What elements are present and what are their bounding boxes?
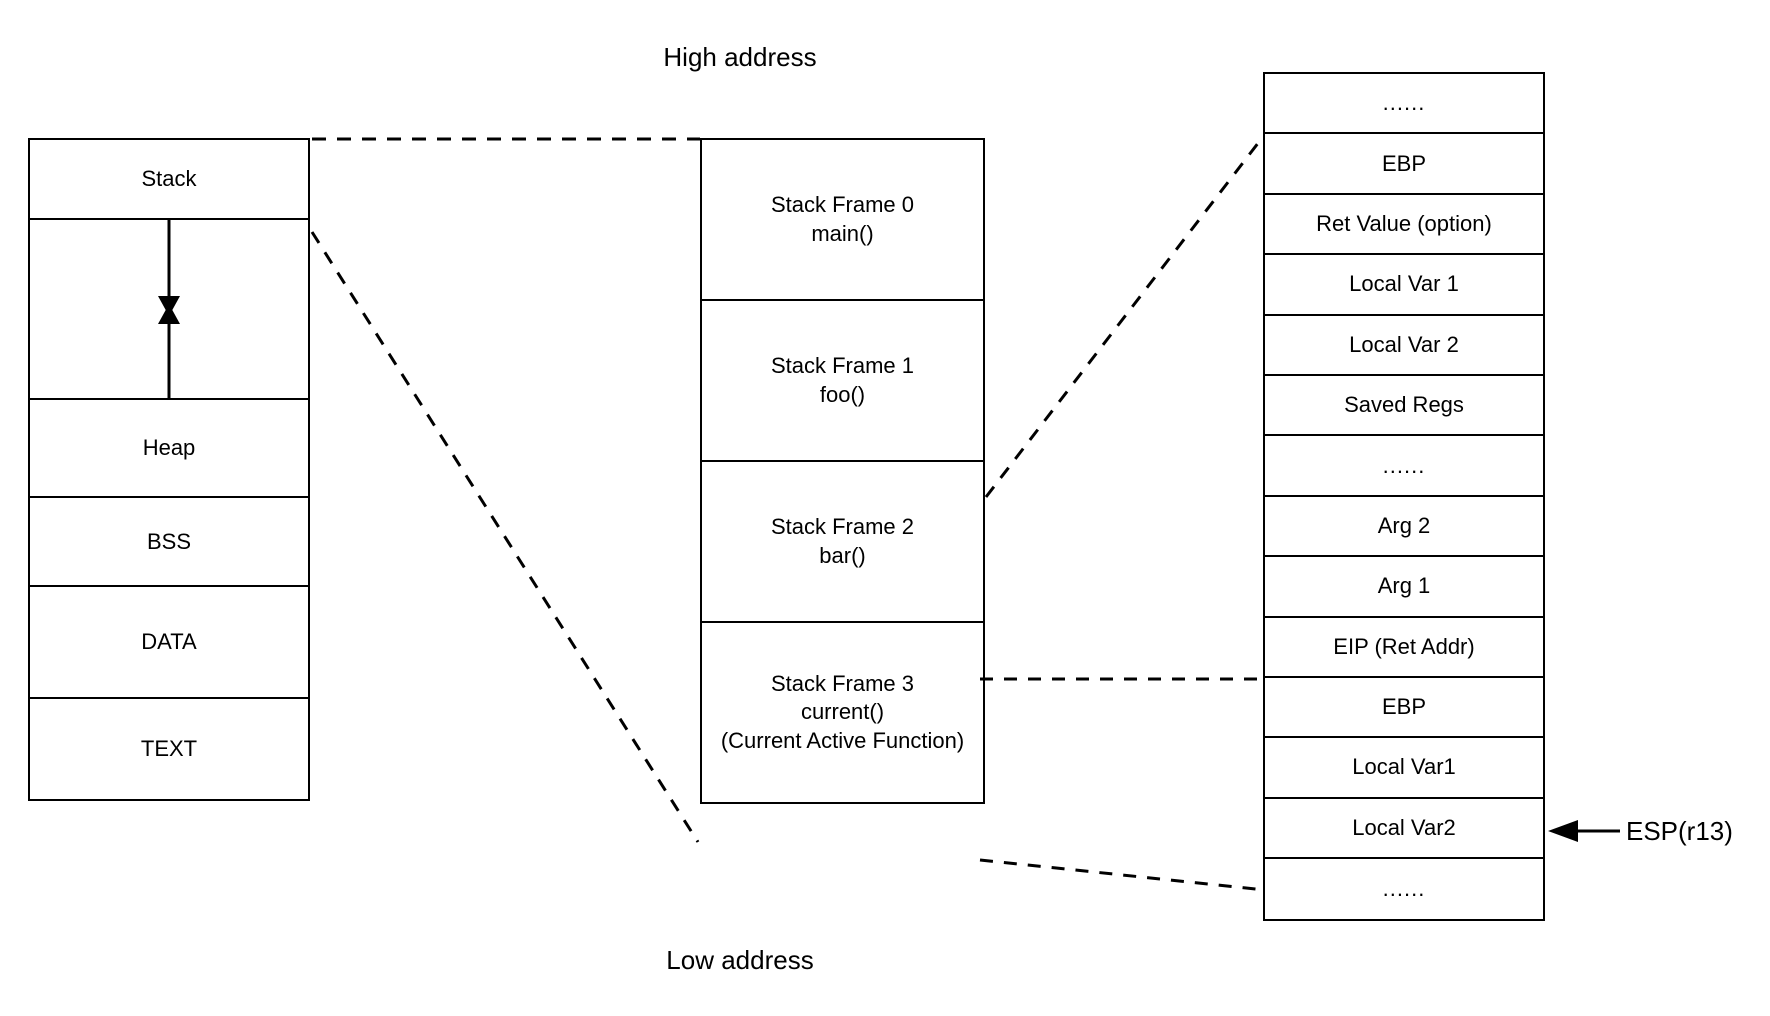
detail-row-local-var-1[interactable]: Local Var 1 (1265, 255, 1543, 316)
detail-row-label: Local Var2 (1352, 814, 1456, 840)
detail-row-eip-ret-addr[interactable]: EIP (Ret Addr) (1265, 618, 1543, 678)
heap-grows-up-shaft (167, 322, 171, 400)
detail-row-ebp-current[interactable]: EBP (1265, 678, 1543, 739)
detail-row-saved-regs[interactable]: Saved Regs (1265, 376, 1543, 437)
esp-pointer-arrow-icon (1548, 820, 1578, 842)
detail-row-label: ...... (1382, 452, 1426, 478)
detail-row-arg-1[interactable]: Arg 1 (1265, 557, 1543, 618)
memory-segment-label: DATA (141, 629, 197, 654)
stack-frame-1[interactable]: Stack Frame 1 foo() (702, 301, 983, 462)
memory-segment-label: TEXT (140, 736, 198, 761)
detail-row-label: Arg 1 (1377, 573, 1431, 599)
call-stack-frames: Stack Frame 0 main() Stack Frame 1 foo()… (700, 138, 985, 804)
detail-row-label: EBP (1381, 694, 1427, 720)
detail-row-label: Arg 2 (1377, 512, 1431, 538)
stack-frame-function: current() (800, 699, 885, 725)
low-address-label: Low address (666, 945, 814, 975)
connector-frame-top-dashed (984, 137, 1264, 498)
esp-register-label: ESP(r13) (1626, 816, 1733, 846)
detail-row-ellipsis-top[interactable]: ...... (1265, 74, 1543, 135)
memory-segment-text[interactable]: TEXT (30, 699, 308, 799)
detail-row-label: ...... (1382, 876, 1426, 902)
connector-frame-bottom-dashed (979, 858, 1266, 892)
memory-segment-label: Stack (141, 166, 197, 191)
detail-row-label: Local Var 1 (1349, 271, 1459, 297)
detail-row-label: Local Var1 (1352, 754, 1456, 780)
heap-grows-up-arrow (158, 304, 180, 324)
high-address-label: High address (663, 42, 817, 72)
stack-frame-title: Stack Frame 0 (770, 192, 915, 218)
stack-frame-note: (Current Active Function) (720, 727, 965, 753)
detail-row-arg-2[interactable]: Arg 2 (1265, 497, 1543, 558)
detail-row-label: Saved Regs (1344, 392, 1464, 418)
stack-frame-function: bar() (819, 542, 866, 568)
stack-frame-function: foo() (819, 381, 866, 407)
memory-segment-bss[interactable]: BSS (30, 498, 308, 587)
stack-frame-title: Stack Frame 1 (770, 353, 915, 379)
memory-segment-label: BSS (146, 528, 192, 554)
stack-frame-title: Stack Frame 2 (770, 514, 915, 540)
stack-frame-title: Stack Frame 3 (770, 671, 915, 697)
memory-segment-label: Heap (142, 435, 196, 460)
stack-grows-down-shaft (167, 220, 171, 298)
detail-row-label: EIP (Ret Addr) (1333, 633, 1475, 659)
stack-frame-0[interactable]: Stack Frame 0 main() (702, 140, 983, 301)
stack-frame-detail: ...... EBP Ret Value (option) Local Var … (1263, 72, 1545, 922)
detail-row-local-var1[interactable]: Local Var1 (1265, 738, 1543, 799)
detail-row-local-var-2[interactable]: Local Var 2 (1265, 316, 1543, 376)
detail-row-ret-value[interactable]: Ret Value (option) (1265, 195, 1543, 256)
detail-row-label: ...... (1382, 90, 1426, 116)
detail-row-ellipsis-middle[interactable]: ...... (1265, 436, 1543, 497)
process-memory-layout: Stack Heap BSS DATA TEXT (28, 138, 310, 801)
detail-row-ellipsis-bottom[interactable]: ...... (1265, 859, 1543, 919)
stack-frame-function: main() (811, 220, 874, 246)
memory-segment-data[interactable]: DATA (30, 587, 308, 699)
detail-row-local-var2[interactable]: Local Var2 (1265, 799, 1543, 860)
detail-row-label: Ret Value (option) (1316, 210, 1492, 236)
memory-segment-stack[interactable]: Stack (30, 140, 308, 220)
memory-segment-heap[interactable]: Heap (30, 400, 308, 498)
memory-growth-gap (30, 220, 308, 400)
stack-frame-3[interactable]: Stack Frame 3 current() (Current Active … (702, 623, 983, 802)
detail-row-label: EBP (1381, 150, 1427, 176)
connector-stack-bottom-dashed (310, 231, 700, 843)
detail-row-ebp-caller[interactable]: EBP (1265, 134, 1543, 195)
stack-frame-2[interactable]: Stack Frame 2 bar() (702, 462, 983, 623)
detail-row-label: Local Var 2 (1349, 331, 1459, 357)
